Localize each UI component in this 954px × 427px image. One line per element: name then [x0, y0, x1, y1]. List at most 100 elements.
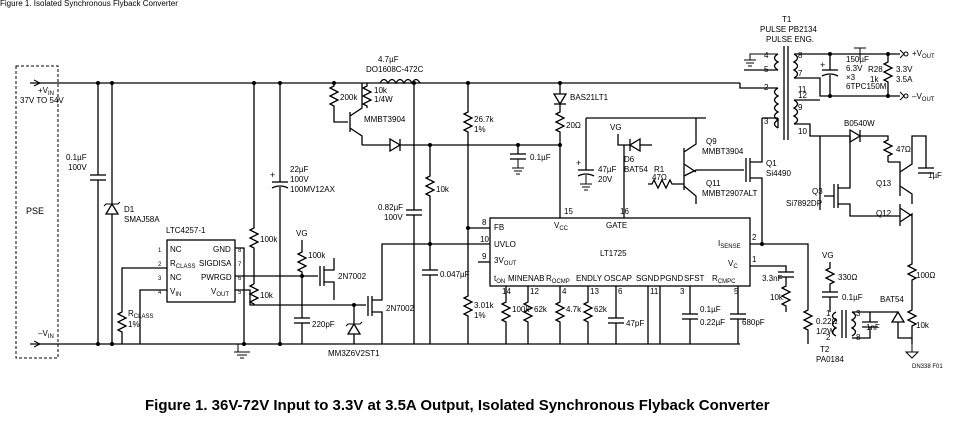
d6-ref: D6	[624, 155, 635, 164]
svg-text:5: 5	[734, 287, 739, 296]
svg-text:GND: GND	[213, 245, 231, 254]
vg-b: VG	[610, 123, 622, 132]
bas21: BAS21LT1	[570, 93, 609, 102]
c47p: 47pF	[626, 319, 644, 328]
vg-c: VG	[822, 251, 834, 260]
c22u-part: 100MV12AX	[290, 185, 336, 194]
svg-text:+: +	[270, 170, 275, 180]
r301k-value: 3.01k	[474, 301, 495, 310]
c150u-voltage: 6.3V	[846, 64, 863, 73]
r28-value: 1k	[870, 75, 879, 84]
svg-text:FB: FB	[494, 223, 504, 232]
c22u-value: 22µF	[290, 165, 309, 174]
r20: 20Ω	[566, 121, 581, 130]
r10k-a: 10k	[260, 291, 274, 300]
svg-text:7: 7	[798, 69, 803, 78]
bat54: BAT54	[880, 295, 904, 304]
svg-text:8: 8	[238, 248, 242, 254]
r100k-c: 100k	[512, 305, 530, 314]
svg-text:RCMPC: RCMPC	[712, 274, 736, 285]
t1-ref: T1	[782, 15, 792, 24]
vout-neg-label: –VOUT	[912, 92, 935, 103]
t1-pin-numbers: 4 5 2 3 8 7 11 12 9 10	[764, 51, 807, 136]
svg-text:1: 1	[158, 248, 162, 254]
c150u-part: 6TPC150M	[846, 82, 887, 91]
svg-text:4: 4	[562, 287, 567, 296]
svg-text:3: 3	[158, 276, 162, 282]
svg-text:ROCMP: ROCMP	[546, 274, 570, 285]
c47u-voltage: 20V	[598, 175, 613, 184]
c150u-count: ×3	[846, 73, 856, 82]
q12: Q12	[876, 209, 892, 218]
q-mmbt3904-a: MMBT3904	[364, 115, 406, 124]
c047: 0.047µF	[440, 270, 470, 279]
svg-text:NC: NC	[170, 245, 182, 254]
svg-text:SIGDISA: SIGDISA	[199, 259, 232, 268]
q11-ref: Q11	[706, 179, 721, 188]
r47-out: 47Ω	[896, 145, 911, 154]
svg-text:RCLASS: RCLASS	[170, 259, 195, 270]
lt1725-name: LT1725	[600, 249, 627, 258]
vin-range-label: 37V TO 54V	[20, 96, 64, 105]
r301k-tol: 1%	[474, 311, 486, 320]
vout-pos-label: +VOUT	[912, 49, 935, 60]
svg-text:3: 3	[680, 287, 685, 296]
r62k-b: 62k	[594, 305, 608, 314]
svg-text:VCC: VCC	[554, 221, 569, 232]
r330: 330Ω	[838, 273, 857, 282]
r28-ref: R28	[868, 65, 883, 74]
r1-ref: R1	[654, 165, 665, 174]
ltc4257-right-pins: GND 8 SIGDISA 7 PWRGD 6 VOUT 5	[199, 245, 242, 298]
r10k-c: 10k	[770, 293, 784, 302]
q2n7002-a: 2N7002	[338, 272, 367, 281]
svg-text:8: 8	[798, 51, 803, 60]
c022-a: 0.22µF	[700, 318, 725, 327]
t2-ref: T2	[820, 345, 830, 354]
r022-power: 1/2W	[816, 327, 835, 336]
r10k-b: 10k	[436, 185, 450, 194]
svg-text:2: 2	[752, 233, 757, 242]
q13: Q13	[876, 179, 892, 188]
c01-a: 0.1µF	[530, 153, 551, 162]
r10k-1w-value: 10k	[374, 86, 388, 95]
lt1725-pins: FB UVLO 3VOUT VCC GATE ISENSE VC tON MIN…	[494, 221, 741, 285]
svg-text:3: 3	[764, 117, 769, 126]
r100: 100Ω	[916, 271, 935, 280]
vout-spec-voltage: 3.3V	[896, 65, 913, 74]
ltc4257-ic	[166, 239, 236, 303]
pse-box	[15, 65, 59, 359]
lt1725-ic	[489, 217, 751, 287]
vout-spec-current: 3.5A	[896, 75, 913, 84]
d1-part: SMAJ58A	[124, 215, 160, 224]
svg-text:NC: NC	[170, 273, 182, 282]
svg-text:10: 10	[798, 127, 807, 136]
svg-text:4: 4	[158, 290, 162, 296]
d6-part: BAT54	[624, 165, 648, 174]
l-in-value: 4.7µF	[378, 55, 399, 64]
svg-text:MINENAB: MINENAB	[508, 274, 544, 283]
svg-text:9: 9	[798, 103, 803, 112]
t1-maker: PULSE ENG.	[766, 35, 814, 44]
q1-part: Si4490	[766, 169, 791, 178]
r10k-d: 10k	[916, 321, 930, 330]
svg-text:VOUT: VOUT	[211, 287, 229, 298]
r200k: 200k	[340, 93, 358, 102]
t1-core	[783, 46, 789, 140]
t2-part: PA0184	[816, 355, 844, 364]
drawing-id: DN338 F01	[912, 364, 943, 370]
header-fragment: Figure 1. Isolated Synchronous Flyback C…	[0, 0, 178, 8]
r47k: 4.7k	[566, 305, 582, 314]
lt1725-pin-numbers: 15 16 8 10 9 2 1 14 12 4 13 6 11 3 5	[480, 207, 757, 296]
svg-text:PGND: PGND	[660, 274, 683, 283]
c01-b: 0.1µF	[700, 305, 721, 314]
q3-part: Si7892DP	[786, 199, 822, 208]
svg-text:16: 16	[620, 207, 629, 216]
q3-ref: Q3	[812, 187, 823, 196]
svg-text:11: 11	[798, 85, 807, 94]
r100k-b: 100k	[308, 251, 326, 260]
l-in-part: DO1608C-472C	[366, 65, 424, 74]
svg-text:PWRGD: PWRGD	[201, 273, 232, 282]
svg-text:6: 6	[238, 276, 242, 282]
vin-pos-label: +VIN	[38, 86, 54, 97]
